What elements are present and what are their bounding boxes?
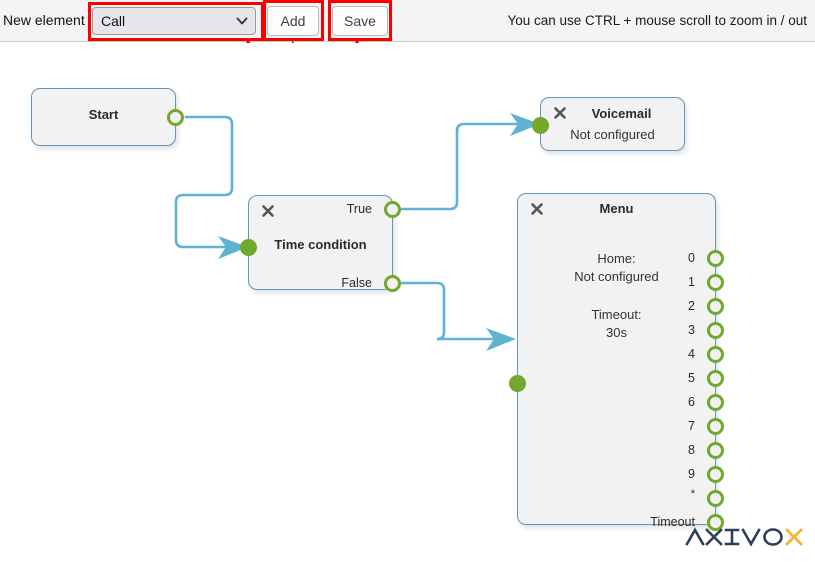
node-voicemail-input-port[interactable]	[532, 117, 549, 134]
node-menu-output-port-2[interactable]	[707, 298, 724, 315]
node-menu-port-label-8: 8	[688, 443, 695, 457]
node-menu-output-port-6[interactable]	[707, 394, 724, 411]
close-icon[interactable]	[553, 106, 567, 120]
node-menu-output-port-4[interactable]	[707, 346, 724, 363]
save-button[interactable]: Save	[332, 6, 388, 36]
node-start-title: Start	[88, 107, 119, 122]
node-menu-output-port-star[interactable]	[707, 490, 724, 507]
node-start-output-port[interactable]	[167, 109, 184, 126]
node-time-condition-port-label-false: False	[341, 276, 372, 290]
node-time-condition-output-port-true[interactable]	[384, 201, 401, 218]
node-menu-port-label-3: 3	[688, 323, 695, 337]
node-menu-title: Menu	[599, 201, 634, 216]
close-icon[interactable]	[261, 204, 275, 218]
node-menu-port-label-9: 9	[688, 467, 695, 481]
node-voicemail-status: Not configured	[570, 127, 655, 142]
close-icon[interactable]	[530, 202, 544, 216]
new-element-select[interactable]: Call	[92, 7, 256, 35]
node-menu-home-label: Home:	[597, 251, 636, 266]
node-menu-output-port-8[interactable]	[707, 442, 724, 459]
toolbar: New element Call Add Save You can use CT…	[0, 0, 815, 42]
node-menu-port-label-2: 2	[688, 299, 695, 313]
node-menu-port-label-4: 4	[688, 347, 695, 361]
axivox-logo	[685, 524, 805, 550]
add-button[interactable]: Add	[267, 6, 319, 36]
node-time-condition-port-label-true: True	[346, 202, 372, 216]
node-menu-port-label-timeout: Timeout	[650, 515, 695, 529]
node-menu-port-label-1: 1	[688, 275, 695, 289]
node-menu-port-label-0: 0	[688, 251, 695, 265]
node-menu-output-port-7[interactable]	[707, 418, 724, 435]
node-menu-port-label-6: 6	[688, 395, 695, 409]
node-menu-timeout-label: Timeout:	[591, 307, 642, 322]
node-menu-output-port-5[interactable]	[707, 370, 724, 387]
new-element-label: New element	[3, 12, 85, 28]
node-menu-port-label-star: *	[690, 488, 695, 500]
node-time-condition-title: Time condition	[274, 237, 367, 252]
node-menu-output-port-3[interactable]	[707, 322, 724, 339]
node-menu-output-port-timeout[interactable]	[707, 514, 724, 531]
node-menu-output-port-1[interactable]	[707, 274, 724, 291]
node-time-condition[interactable]: Time condition True False	[240, 195, 401, 292]
node-menu-port-label-7: 7	[688, 419, 695, 433]
node-menu-input-port[interactable]	[509, 375, 526, 392]
node-menu-port-label-5: 5	[688, 371, 695, 385]
node-menu[interactable]: Menu Home: Not configured Timeout: 30s 0…	[509, 193, 724, 531]
node-time-condition-output-port-false[interactable]	[384, 275, 401, 292]
node-menu-home-value: Not configured	[574, 269, 659, 284]
node-menu-timeout-value: 30s	[606, 325, 627, 340]
node-menu-output-port-0[interactable]	[707, 250, 724, 267]
zoom-hint-text: You can use CTRL + mouse scroll to zoom …	[507, 13, 807, 28]
node-voicemail-title: Voicemail	[591, 106, 652, 121]
node-time-condition-input-port[interactable]	[240, 239, 257, 256]
connector-wires	[174, 113, 540, 351]
node-voicemail[interactable]: Voicemail Not configured	[532, 97, 685, 151]
dial-plan-canvas[interactable]: Start Time condition True False Voicemai…	[0, 43, 815, 562]
node-start[interactable]: Start	[31, 88, 184, 146]
node-menu-output-port-9[interactable]	[707, 466, 724, 483]
